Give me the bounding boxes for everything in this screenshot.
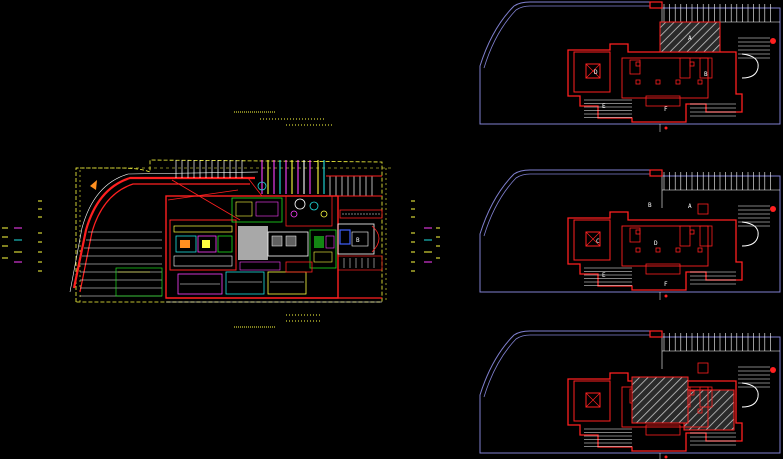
zone-label: E [602, 103, 606, 110]
site-boundary [479, 1, 781, 125]
zone-label: F [664, 106, 668, 113]
entrance-gate-icon [649, 169, 663, 177]
zone-label: B [704, 71, 708, 78]
right-grid-markers [411, 200, 440, 272]
highlighted-zone [683, 389, 735, 431]
meeting-room [337, 223, 375, 255]
colored-service-strips [261, 160, 325, 194]
site-boundary [479, 169, 781, 293]
top-parking-bays [175, 160, 243, 178]
north-arrow-icon [90, 180, 97, 190]
zone-label: E [602, 272, 606, 279]
key-plan-1 [479, 1, 781, 132]
curved-access-road [69, 171, 259, 293]
dimension-text-top [234, 111, 332, 126]
central-core [238, 226, 268, 260]
zone-label: B [648, 202, 652, 209]
top-right-parking [329, 176, 373, 196]
site-boundary [75, 159, 383, 303]
zone-label: C [596, 238, 600, 245]
parking-stripes-left [80, 231, 162, 297]
key-plan-2: A B C D E F [479, 169, 781, 431]
key-plan-3: A B D E F [479, 35, 781, 459]
entrance-gate-icon [649, 1, 663, 9]
diagonal-ramp-lines [167, 177, 263, 221]
zone-label: A [688, 203, 692, 210]
left-grid-markers [2, 200, 42, 272]
key-plans: A B C D E F A B D E F [479, 1, 781, 459]
round-column-icon [257, 181, 267, 191]
zone-label: D [654, 240, 658, 247]
highlighted-zone [631, 376, 689, 424]
highlighted-zone [659, 21, 721, 53]
site-boundary [479, 330, 781, 454]
entrance-gate-icon [649, 330, 663, 338]
room-mark-text: B [356, 237, 360, 244]
zone-label: A [688, 35, 692, 42]
zone-label: F [664, 281, 668, 288]
zone-label: D [594, 69, 598, 76]
dimension-text-bottom [234, 314, 320, 328]
main-floor-plan: B [2, 111, 440, 328]
